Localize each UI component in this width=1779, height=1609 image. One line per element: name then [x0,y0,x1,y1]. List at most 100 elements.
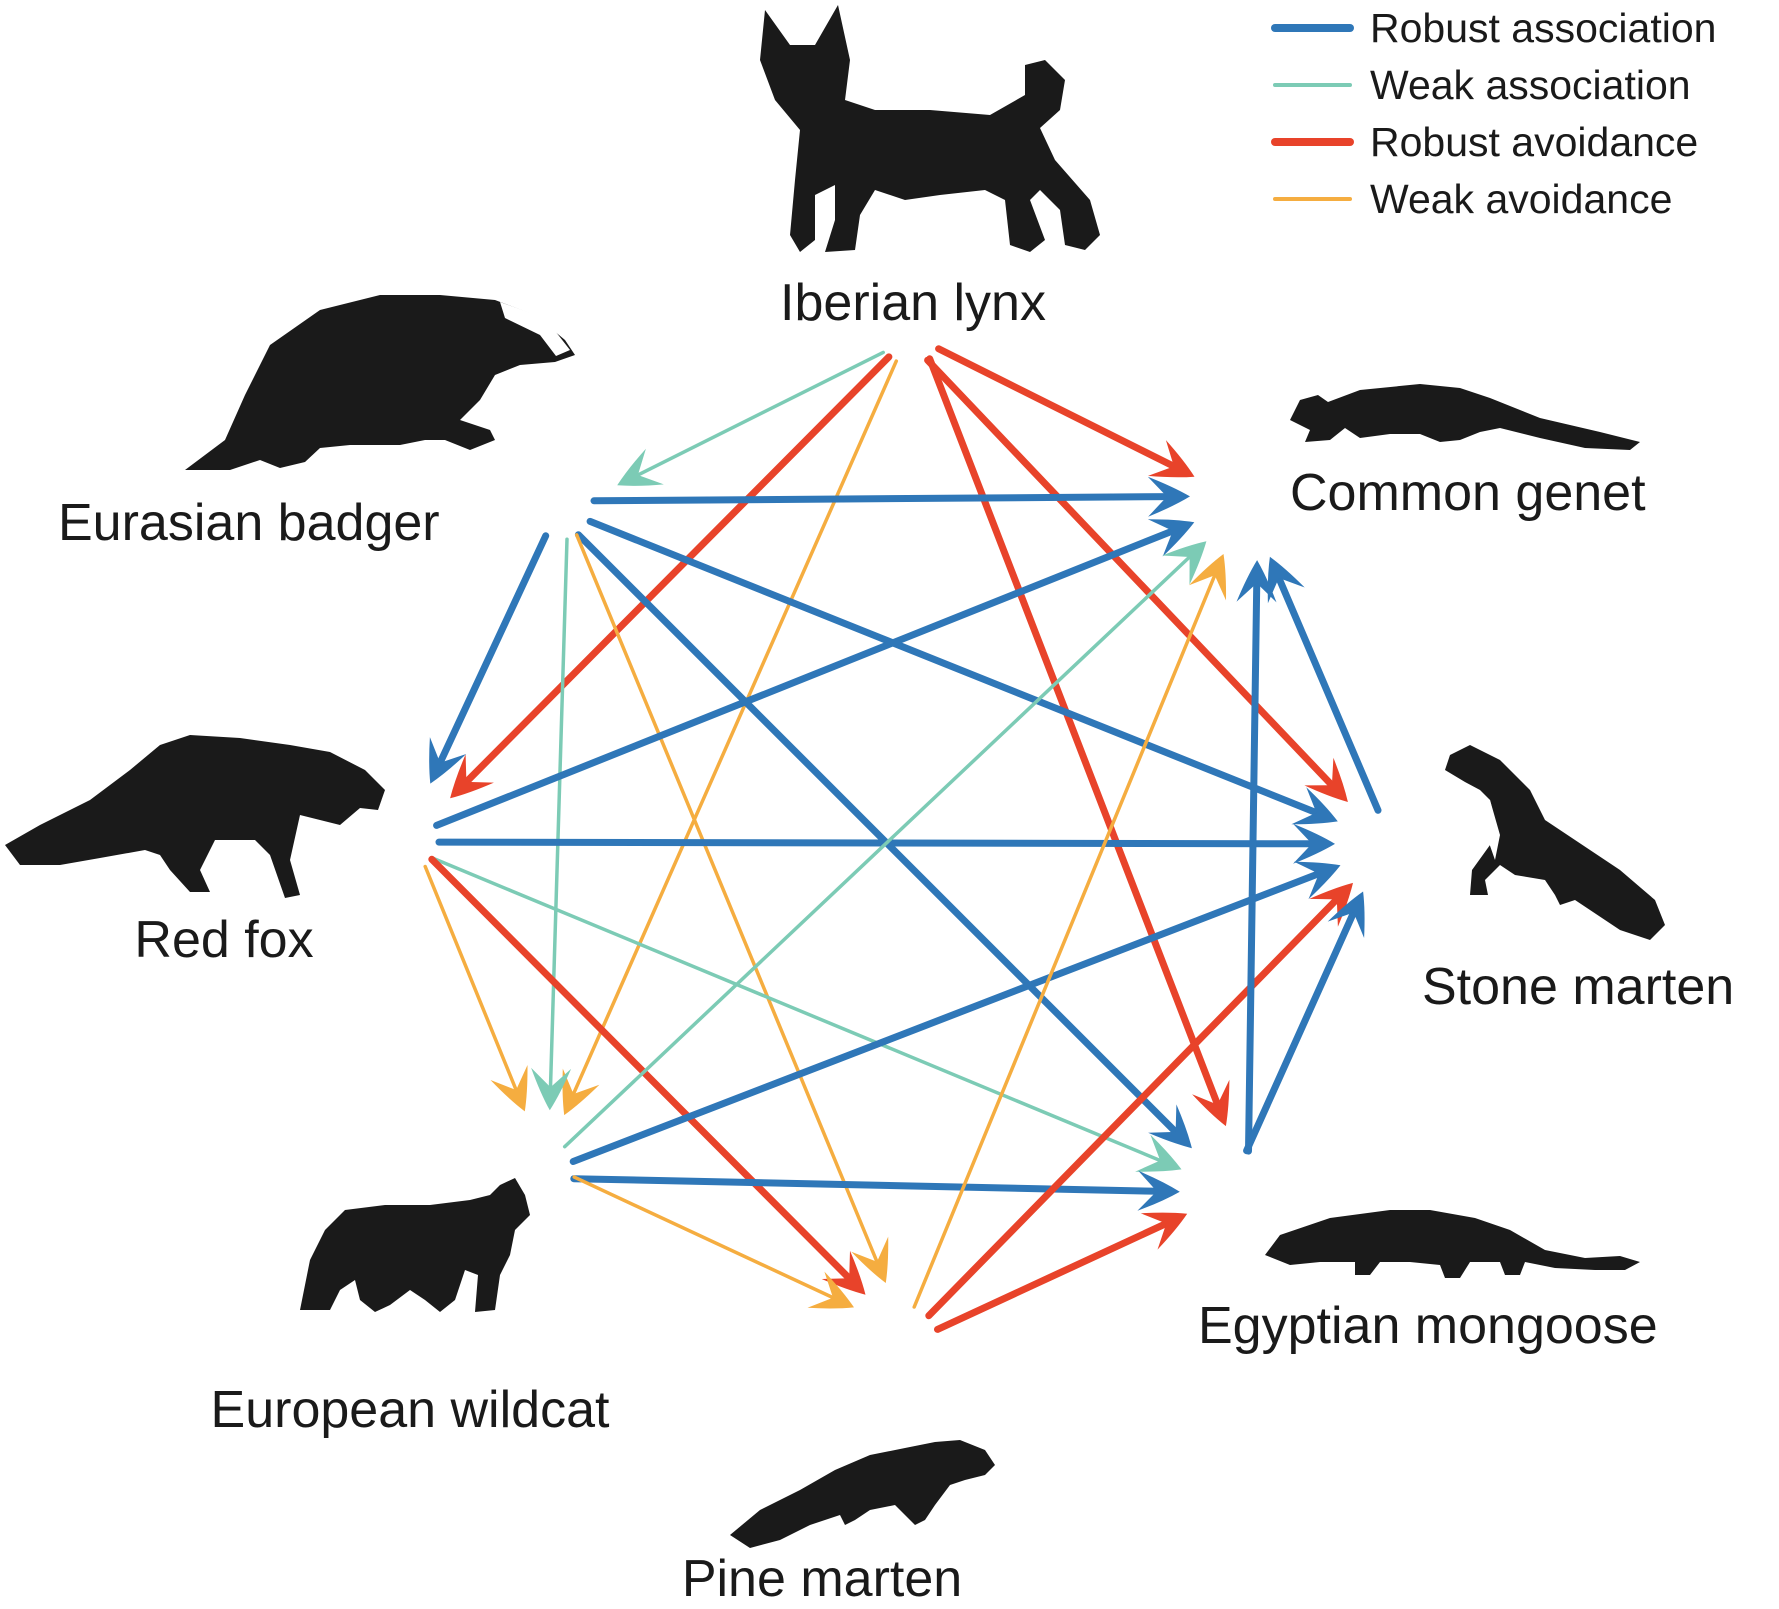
edge-badger-to-genet [590,476,1190,517]
legend-item-weak-association: Weak association [1273,62,1691,108]
edge-line [633,350,885,479]
edge-badger-to-wildcat [531,537,572,1111]
edge-arrowhead [1148,440,1195,478]
edge-line [435,838,1319,848]
edge-line [572,1175,838,1301]
species-label-common-genet: Common genet [1290,464,1646,522]
edge-arrowhead [851,1236,889,1283]
edge-lynx-to-mongoose [926,355,1230,1127]
legend-label: Weak avoidance [1370,176,1672,222]
edge-arrowhead [1135,1134,1182,1172]
edge-pine-to-mongoose [934,1212,1188,1333]
edge-wildcat-to-stone [569,861,1341,1165]
stone-marten-silhouette [1445,745,1665,940]
legend-label: Weak association [1370,62,1691,108]
edge-fox-to-genet [433,519,1195,829]
edge-arrowhead [450,754,494,799]
legend-label: Robust avoidance [1370,119,1698,165]
edge-line [460,353,893,788]
edge-lynx-to-stone [924,356,1348,802]
mongoose-silhouette [1265,1210,1640,1278]
edge-line [428,855,855,1284]
legend-label: Robust association [1370,5,1716,51]
edge-line [934,1218,1173,1333]
edge-arrowhead [1147,519,1195,557]
edge-arrowhead [1140,1212,1188,1250]
edge-line [431,856,1165,1164]
edge-lynx-to-genet [935,345,1195,478]
edge-badger-to-pine [574,533,889,1283]
edge-wildcat-to-genet [562,541,1207,1149]
edge-arrowhead [429,737,467,784]
edge-badger-to-stone [586,517,1338,825]
edge-wildcat-to-mongoose [570,1170,1180,1211]
edge-line [570,1175,1164,1195]
edge-wildcat-to-pine [572,1175,854,1309]
edge-line [1245,576,1261,1155]
edge-line [548,537,569,1093]
edge-arrowhead [1162,541,1207,585]
edge-line [1243,906,1359,1155]
edge-arrowhead [1304,757,1348,802]
edge-lynx-to-wildcat [562,359,899,1116]
edge-arrowhead [1327,891,1365,938]
edge-arrowhead [821,1250,866,1295]
edge-line [435,532,550,769]
edge-arrowhead [807,1271,854,1309]
edge-fox-to-pine [428,855,866,1295]
species-labels: Iberian lynx Common genet Stone marten E… [58,274,1734,1608]
edge-line [935,345,1181,472]
species-label-red-fox: Red fox [134,911,313,969]
edge-arrowhead [1293,823,1335,864]
interaction-edges [423,345,1382,1333]
genet-silhouette [1290,384,1640,450]
edge-line [912,570,1218,1309]
species-label-pine-marten: Pine marten [682,1550,962,1604]
edge-fox-to-mongoose [431,856,1182,1172]
edge-line [590,493,1174,505]
edge-arrowhead [1236,560,1277,603]
edge-lynx-to-badger [617,350,885,486]
lynx-silhouette [760,5,1100,252]
species-label-iberian-lynx: Iberian lynx [780,274,1046,332]
edge-arrowhead [1189,554,1227,601]
edge-mongoose-to-stone [1243,891,1365,1155]
edge-arrowhead [490,1065,528,1112]
edge-line [924,356,1338,791]
edge-badger-to-fox [429,532,550,784]
edge-arrowhead [1192,1079,1230,1127]
species-label-egyptian-mongoose: Egyptian mongoose [1198,1297,1658,1355]
edge-mongoose-to-genet [1236,560,1277,1155]
edge-line [1274,571,1382,814]
edge-arrowhead [1147,476,1190,517]
species-label-stone-marten: Stone marten [1422,958,1734,1016]
species-label-eurasian-badger: Eurasian badger [58,494,440,552]
pine-marten-silhouette [730,1440,995,1548]
edge-fox-to-stone [435,823,1335,864]
edge-arrowhead [1148,1104,1192,1149]
fox-silhouette [5,735,385,898]
edge-line [423,864,520,1095]
edge-stone-to-genet [1267,556,1382,814]
edge-line [569,869,1326,1165]
edge-line [586,517,1323,818]
edge-arrowhead [617,448,664,486]
badger-silhouette [185,295,575,470]
edge-arrowhead [562,1068,600,1116]
edge-lynx-to-fox [450,353,893,799]
edge-arrowhead [1137,1170,1180,1211]
legend-item-robust-association: Robust association [1271,5,1716,51]
edge-line [925,893,1343,1320]
edge-fox-to-wildcat [423,864,528,1112]
edge-line [574,531,1182,1138]
edge-arrowhead [1267,556,1305,604]
edge-line [574,533,880,1267]
wildcat-silhouette [300,1178,530,1312]
edge-line [570,359,899,1099]
edge-badger-to-mongoose [574,531,1192,1149]
edge-arrowhead [1291,787,1338,825]
edge-line [433,526,1180,829]
species-label-european-wildcat: European wildcat [211,1381,610,1439]
